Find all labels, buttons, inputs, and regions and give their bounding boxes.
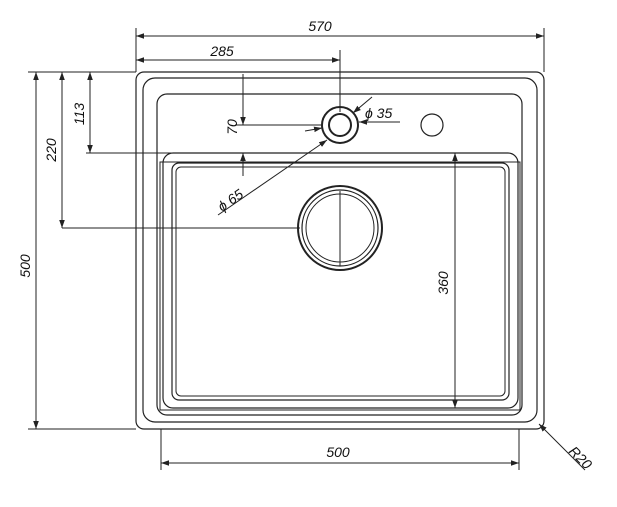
dim-tap-to-bowl: 70 <box>224 74 322 176</box>
dim-center-offset: 285 <box>136 43 341 112</box>
dim-overall-height: 500 <box>17 71 136 430</box>
dim-drain-offset: 220 <box>43 72 300 229</box>
dim-tap-hole-diameter: ϕ 35 <box>304 96 400 133</box>
dim-text-360: 360 <box>435 271 451 295</box>
dim-text-r20: R20 <box>566 443 596 473</box>
dim-text-500-horizontal: 500 <box>326 444 350 460</box>
dim-tap-offset: 113 <box>71 72 210 154</box>
dim-text-500-vertical: 500 <box>17 254 33 278</box>
dim-text-570: 570 <box>308 18 332 34</box>
dim-overall-width: 570 <box>135 18 545 72</box>
drain-hole <box>297 185 383 271</box>
dim-text-285: 285 <box>209 43 234 59</box>
dim-bowl-width: 500 <box>160 429 520 470</box>
overflow-hole <box>420 113 444 137</box>
dim-bowl-height: 360 <box>435 153 458 408</box>
dim-text-220: 220 <box>43 138 59 163</box>
dim-text-tap-diameter: ϕ 35 <box>365 105 392 121</box>
bowl <box>159 152 521 411</box>
tap-hole <box>321 106 359 144</box>
dim-corner-radius: R20 <box>538 423 596 473</box>
dim-text-70: 70 <box>224 119 240 135</box>
dim-text-drain-diameter: ϕ 65 <box>215 186 247 215</box>
dim-text-113: 113 <box>71 103 87 126</box>
